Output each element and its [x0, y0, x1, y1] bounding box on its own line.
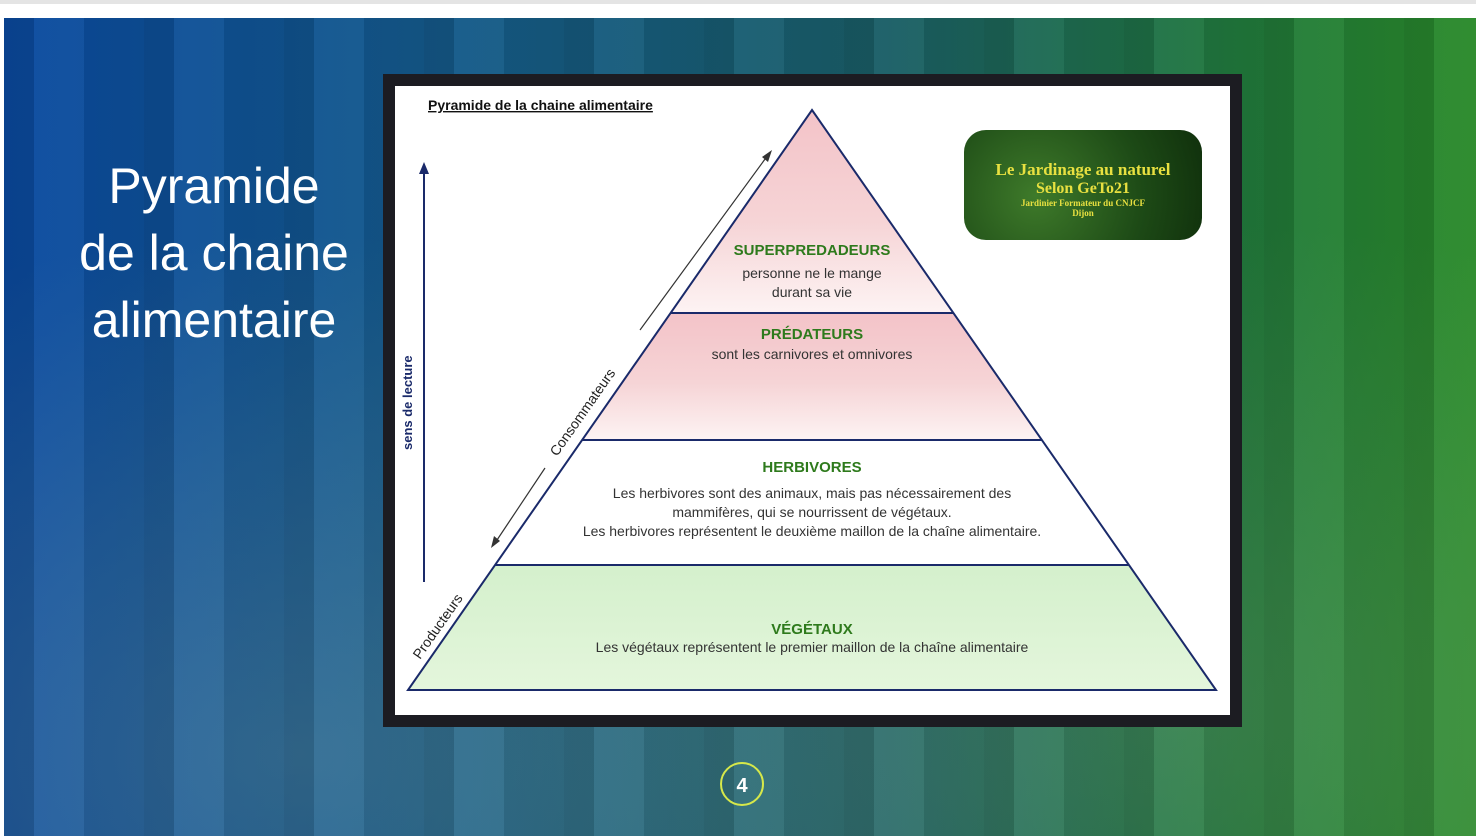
logo-text: Le Jardinage au naturel — [995, 160, 1171, 179]
level-text: mammifères, qui se nourrissent de végéta… — [672, 504, 951, 520]
level-text: Les herbivores représentent le deuxième … — [583, 523, 1041, 539]
logo-text: Dijon — [1072, 208, 1094, 218]
consumers-arrow — [494, 467, 546, 544]
level-title: VÉGÉTAUX — [771, 621, 852, 638]
pyramid-outline — [406, 108, 1218, 691]
level-plants — [408, 565, 1216, 690]
title-line: de la chaine — [79, 225, 349, 281]
level-text: sont les carnivores et omnivores — [712, 346, 913, 362]
logo-jardinage: Le Jardinage au naturel Selon GeTo21 Jar… — [964, 130, 1202, 240]
top-bar — [0, 0, 1476, 4]
consumers-arrow — [639, 154, 769, 331]
arrow-head-icon — [419, 162, 429, 174]
level-text: Les herbivores sont des animaux, mais pa… — [613, 485, 1011, 501]
level-text: Les végétaux représentent le premier mai… — [596, 639, 1029, 655]
figure-heading: Pyramide de la chaine alimentaire — [428, 97, 653, 113]
logo-text: Jardinier Formateur du CNJCF — [1021, 198, 1145, 208]
level-title: PRÉDATEURS — [761, 326, 863, 343]
level-title: HERBIVORES — [762, 459, 861, 476]
slide-title: Pyramide de la chaine alimentaire — [44, 153, 384, 354]
arrow-head-icon — [762, 150, 772, 162]
logo-text: Selon GeTo21 — [1035, 180, 1131, 197]
page-number: 4 — [720, 762, 764, 806]
title-line: alimentaire — [91, 292, 337, 348]
level-predators — [582, 313, 1042, 440]
level-superpredators — [671, 110, 953, 313]
arrow-head-icon — [491, 536, 500, 548]
reading-direction-label: sens de lecture — [400, 355, 415, 450]
title-line: Pyramide — [108, 158, 320, 214]
level-text: durant sa vie — [772, 284, 852, 300]
level-herbivores — [495, 440, 1129, 565]
level-title: SUPERPREDADEURS — [734, 242, 891, 259]
level-text: personne ne le mange — [742, 265, 882, 281]
